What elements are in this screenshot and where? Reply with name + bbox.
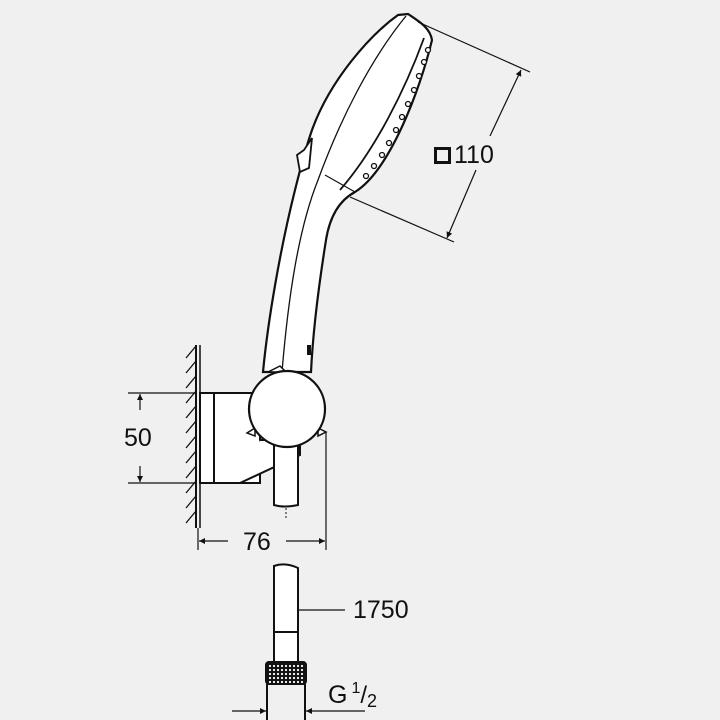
hose-stub — [273, 444, 299, 520]
shower-hose — [273, 563, 345, 663]
holder-height-value: 50 — [124, 424, 152, 452]
hose-length-value: 1750 — [353, 596, 409, 624]
dimension-76 — [197, 432, 327, 550]
hand-shower — [261, 12, 434, 374]
wall-hatching — [185, 345, 197, 524]
projection-value: 76 — [243, 528, 271, 556]
dimension-label-110: 110 — [434, 143, 494, 168]
dimension-label-76: 76 — [243, 530, 271, 555]
thread-denominator: 2 — [367, 691, 378, 711]
dimension-label-50: 50 — [124, 426, 152, 451]
wall-holder — [199, 392, 301, 484]
wall — [185, 345, 201, 528]
dimension-110 — [349, 21, 531, 243]
thread-numerator: 1 — [351, 680, 361, 697]
square-icon — [434, 147, 451, 164]
head-size-value: 110 — [454, 141, 494, 169]
thread-slash: / — [360, 682, 368, 709]
spray-nozzles — [362, 46, 432, 180]
dimension-50 — [128, 392, 196, 484]
hose-nut — [265, 661, 307, 720]
dimension-label-1750: 1750 — [353, 598, 409, 623]
ball-joint — [245, 365, 328, 449]
thread-prefix: G — [328, 681, 348, 709]
